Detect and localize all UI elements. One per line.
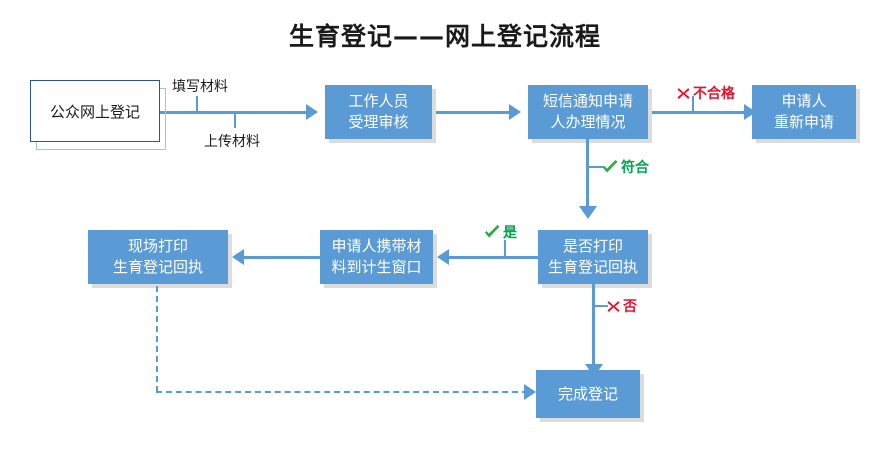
node-bring-materials-line1: 申请人携带材 [331,237,422,255]
node-onsite-print-line2: 生育登记回执 [112,258,203,276]
arrow-bring-to-onsite-print [232,249,244,265]
tick-no [594,305,608,307]
node-sms-notify-line1: 短信通知申请 [542,92,633,110]
node-staff-review-line2: 受理审核 [348,113,409,131]
node-staff-review-line1: 工作人员 [348,92,409,110]
edge-label-unqualified-text: 不合格 [693,86,735,102]
tick-yes [504,240,506,256]
connector-bring-to-onsite-print [243,256,320,259]
node-onsite-print[interactable]: 现场打印 生育登记回执 [88,230,228,284]
connector-sms-to-print-decision [586,139,589,208]
node-print-decision[interactable]: 是否打印 生育登记回执 [538,230,648,284]
arrow-start-to-review [306,104,318,120]
node-public-online-register-label: 公众网上登记 [49,102,140,121]
node-reapply-text: 申请人 重新申请 [774,91,834,133]
node-staff-review[interactable]: 工作人员 受理审核 [325,85,432,139]
check-icon-yes [484,224,501,240]
node-print-decision-text: 是否打印 生育登记回执 [548,236,638,278]
connector-onsite-print-to-finish-horizontal [156,391,528,393]
edge-label-no-text: 否 [623,299,637,315]
edge-label-yes: 是 [484,222,517,242]
cross-icon-no [606,299,621,314]
arrow-review-to-sms [509,104,521,120]
connector-print-decision-to-finish [592,284,595,366]
node-bring-materials[interactable]: 申请人携带材 料到计生窗口 [320,230,433,284]
node-public-online-register[interactable]: 公众网上登记 [30,80,160,142]
cross-icon-unqualified [676,86,691,101]
arrow-onsite-print-to-finish [524,384,536,400]
tick-qualified [588,166,604,168]
tick-fill-materials [196,96,198,112]
node-sms-notify-text: 短信通知申请 人办理情况 [543,91,633,133]
node-onsite-print-text: 现场打印 生育登记回执 [113,236,203,278]
edge-label-fill-materials: 填写材料 [172,79,228,95]
connector-review-to-sms [436,111,511,114]
tick-upload-materials [234,112,236,128]
connector-sms-to-reapply [652,111,746,114]
edge-label-qualified-text: 符合 [621,160,649,176]
page-title: 生育登记——网上登记流程 [288,22,601,51]
node-print-decision-line1: 是否打印 [562,237,623,255]
connector-onsite-print-to-finish-vertical [156,286,158,392]
node-bring-materials-text: 申请人携带材 料到计生窗口 [331,236,421,278]
node-finish[interactable]: 完成登记 [536,370,640,418]
node-staff-review-text: 工作人员 受理审核 [348,91,408,133]
node-finish-label: 完成登记 [557,384,618,403]
edge-label-yes-text: 是 [503,225,517,241]
node-reapply-line1: 申请人 [781,92,827,110]
edge-label-upload-materials: 上传材料 [204,134,260,150]
tick-unqualified [692,96,694,112]
node-sms-notify[interactable]: 短信通知申请 人办理情况 [528,85,648,139]
edge-label-no: 否 [606,296,637,316]
arrow-print-decision-to-bring [437,249,449,265]
edge-label-unqualified: 不合格 [676,83,735,103]
node-reapply[interactable]: 申请人 重新申请 [752,85,856,139]
node-sms-notify-line2: 人办理情况 [550,113,626,131]
arrow-sms-to-print-decision [579,206,597,219]
connector-print-decision-to-bring [448,256,538,259]
node-bring-materials-line2: 料到计生窗口 [331,258,422,276]
node-reapply-line2: 重新申请 [773,113,834,131]
edge-label-qualified: 符合 [602,157,649,177]
check-icon-qualified [602,159,619,175]
node-print-decision-line2: 生育登记回执 [547,258,638,276]
node-onsite-print-line1: 现场打印 [127,237,188,255]
